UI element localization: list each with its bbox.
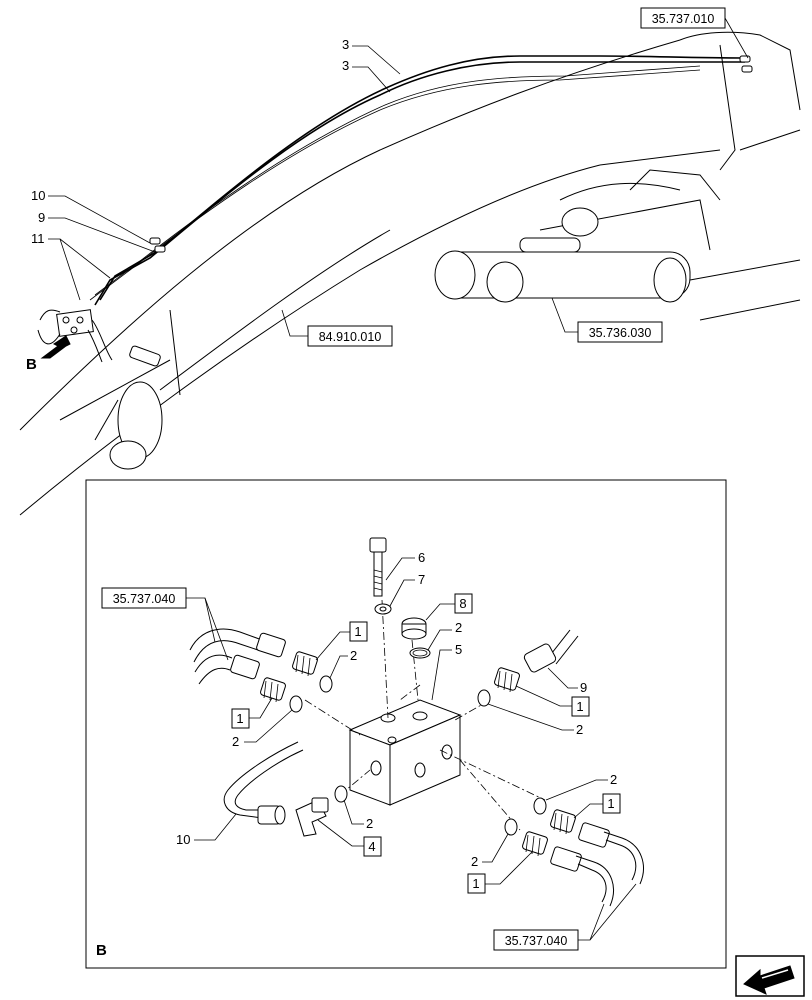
fitting-left-upper: [292, 651, 318, 677]
hose-lines: [89, 55, 753, 306]
elbow-fitting: [295, 797, 329, 837]
ref-35-737-010[interactable]: 35.737.010: [640, 7, 726, 29]
ref-84-910-010[interactable]: 84.910.010: [307, 325, 393, 347]
callout-1-left-lower: 1: [236, 711, 243, 726]
callout-5: 5: [455, 642, 462, 657]
callout-4: 4: [368, 839, 375, 854]
callout-3-upper: 3: [342, 37, 349, 52]
ref-35-737-040-right[interactable]: 35.737.040: [493, 929, 579, 951]
oring-right-upper: [477, 689, 491, 707]
plug: [401, 617, 427, 640]
left-hoses: [189, 628, 286, 685]
callout-1-right-upper-box: [571, 696, 590, 717]
oring-right-lower-a: [533, 797, 547, 815]
ref-35-737-040-left-text: 35.737.040: [113, 592, 176, 606]
callout-1-left-upper-box: [349, 621, 368, 642]
callout-1-right-lower-a: 1: [607, 796, 614, 811]
boom-illustration: [19, 31, 801, 516]
view-b-arrow: [40, 335, 71, 359]
callout-1-right-lower-b-box: [467, 873, 486, 894]
callout-2-left-upper: 2: [350, 648, 357, 663]
callout-1-right-lower-b: 1: [472, 876, 479, 891]
ref-35-736-030-text: 35.736.030: [589, 326, 652, 340]
fitting-right-lower-a: [550, 809, 576, 835]
callout-9-detail: 9: [580, 680, 587, 695]
callout-2-front: 2: [366, 816, 373, 831]
callout-2-right-lower-a: 2: [610, 772, 617, 787]
assembly-axes: [304, 599, 546, 831]
ref-35-737-040-right-text: 35.737.040: [505, 934, 568, 948]
oring-left-lower: [289, 695, 303, 713]
callout-1-right-upper: 1: [576, 699, 583, 714]
ref-35-737-010-text: 35.737.010: [652, 12, 715, 26]
callout-3-lower: 3: [342, 58, 349, 73]
callout-2-left-lower: 2: [232, 734, 239, 749]
callout-11: 11: [31, 231, 45, 246]
callout-4-box: [363, 836, 382, 857]
right-hoses: [550, 822, 644, 907]
view-b-label-top: B: [26, 356, 37, 373]
hose-10-detail: [223, 741, 304, 825]
navigation-arrow-icon[interactable]: [735, 955, 805, 997]
view-b-label-detail: B: [96, 942, 107, 959]
ref-35-737-040-left[interactable]: 35.737.040: [101, 587, 187, 609]
callout-2-right-lower-b: 2: [471, 854, 478, 869]
callout-7: 7: [418, 572, 425, 587]
callout-8: 8: [459, 596, 466, 611]
fitting-right-lower-b: [522, 831, 548, 857]
callout-1-right-lower-a-box: [602, 793, 621, 814]
ref-84-910-010-text: 84.910.010: [319, 330, 382, 344]
callout-6: 6: [418, 550, 425, 565]
bolt: [369, 537, 387, 597]
fitting-left-lower: [260, 677, 286, 703]
oring-front: [334, 785, 348, 803]
callout-2-right-upper: 2: [576, 722, 583, 737]
fitting-right-upper: [494, 667, 520, 693]
callout-1-left-upper: 1: [354, 624, 361, 639]
callout-10-top: 10: [31, 188, 45, 203]
callout-2-plug: 2: [455, 620, 462, 635]
oring-right-lower-b: [504, 818, 518, 836]
callout-1-left-lower-box: [231, 708, 250, 729]
callout-10-detail: 10: [176, 832, 190, 847]
callout-8-box: [454, 593, 473, 614]
manifold-block: [348, 699, 462, 806]
detail-frame: [85, 479, 727, 969]
ref-35-736-030[interactable]: 35.736.030: [577, 321, 663, 343]
callout-9-top: 9: [38, 210, 45, 225]
hose-9-detail: [523, 629, 579, 673]
oring-left-upper: [319, 675, 333, 693]
